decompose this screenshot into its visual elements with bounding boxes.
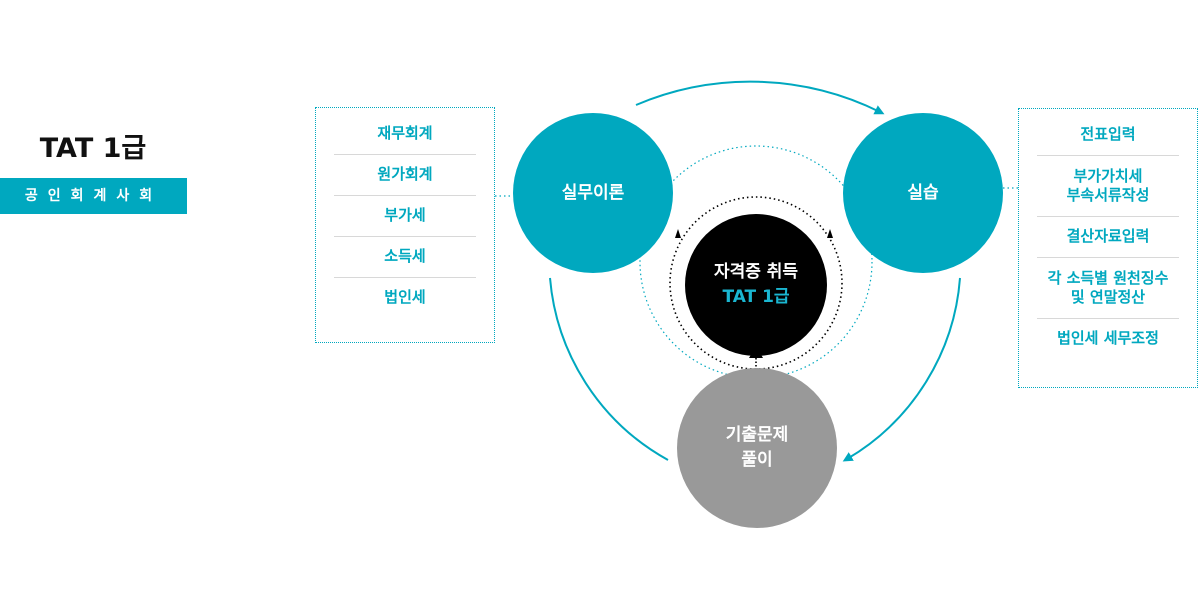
theory-topic: 재무회계 [334,114,476,155]
theory-node: 실무이론 [513,113,673,273]
theory-topic-list: 재무회계 원가회계 부가세 소득세 법인세 [315,107,495,343]
ring-arrow-left [675,229,681,238]
practice-node: 실습 [843,113,1003,273]
goal-label: 자격증 취득 [713,262,799,283]
practice-topic: 결산자료입력 [1037,217,1179,258]
practice-topic: 법인세 세무조정 [1057,329,1159,348]
inner-dotted-ring [669,196,843,370]
theory-topic: 법인세 [384,288,426,307]
theory-topic: 소득세 [334,237,476,278]
outer-dotted-ring [639,145,873,379]
arrow-theory-to-practice [635,80,885,115]
page-title: TAT 1급 [39,133,147,164]
organization-badge: 공인회계사회 [0,178,187,214]
theory-topic: 원가회계 [334,155,476,196]
practice-topic: 각 소득별 원천징수 및 연말정산 [1037,258,1179,319]
arrow-practice-to-exam [842,277,961,462]
goal-certificate: TAT 1급 [722,287,790,307]
ring-arrow-right [827,229,833,238]
practice-topic: 부가가치세 부속서류작성 [1037,156,1179,217]
practice-topic-list: 전표입력 부가가치세 부속서류작성 결산자료입력 각 소득별 원천징수 및 연말… [1018,108,1198,388]
goal-node: 자격증 취득 TAT 1급 [685,214,827,356]
practice-topic: 전표입력 [1037,115,1179,156]
theory-topic: 부가세 [334,196,476,237]
arc-exam-to-theory [549,277,669,461]
exam-node: 기출문제 풀이 [677,368,837,528]
